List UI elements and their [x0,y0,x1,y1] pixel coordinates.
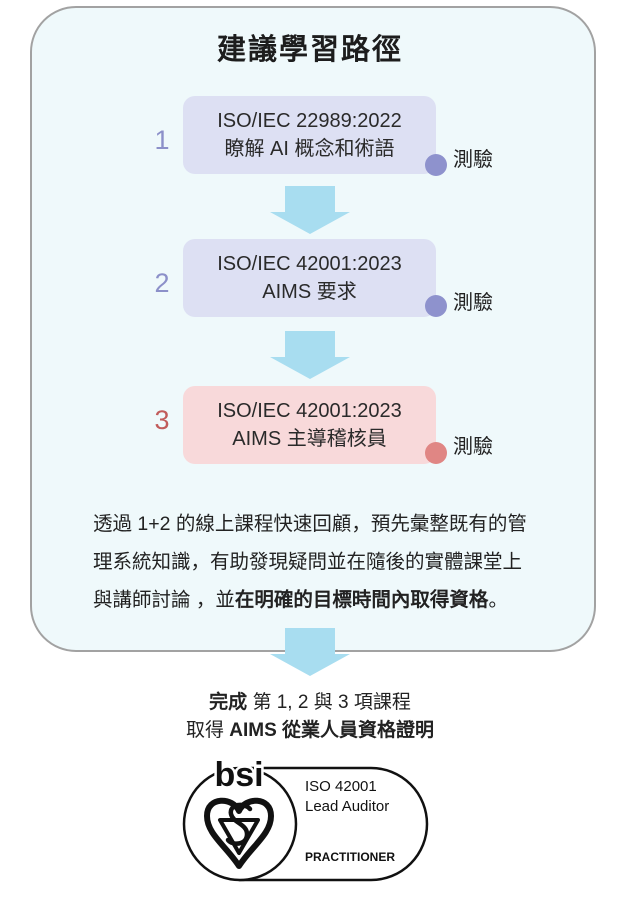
description-line: 與講師討論 ，並在明確的目標時間內取得資格。 [93,587,508,613]
completion-text: 第 1, 2 與 3 項課程 [247,692,411,713]
certificate-text: 取得 [185,720,230,741]
bsi-certification-badge: bsi ISO 42001 Lead Auditor PRACTITIONER [182,754,429,882]
course-topic: 瞭解 AI 概念和術語 [224,138,395,160]
page-title: 建議學習路徑 [216,34,403,66]
completion-emphasis: 完成 [209,692,248,713]
down-arrow-icon [270,331,350,379]
down-arrow-icon [270,186,350,234]
course-card: ISO/IEC 22989:2022 瞭解 AI 概念和術語 [183,96,436,174]
quiz-dot-icon [425,442,447,464]
kitemark-heart-icon [204,797,274,869]
course-standard: ISO/IEC 42001:2023 [217,253,402,275]
description-line: 理系統知識，有助發現疑問並在隨後的實體課堂上 [93,551,523,573]
quiz-label: 測驗 [453,292,493,314]
bsi-logo-text: bsi [214,756,263,794]
course-card: ISO/IEC 42001:2023 AIMS 要求 [183,239,436,317]
down-arrow-shape [270,628,350,676]
description-text: 與講師討論 ，並 [93,589,235,611]
quiz-label: 測驗 [453,149,493,171]
description-line: 透過 1+2 的線上課程快速回顧，預先彙整既有的管 [93,513,527,535]
down-arrow-icon [270,628,350,676]
completion-line: 完成 第 1, 2 與 3 項課程 [0,690,620,716]
course-standard: ISO/IEC 42001:2023 [217,400,402,422]
description-emphasis: 在明確的目標時間內取得資格 [234,589,489,611]
badge-level: PRACTITIONER [305,850,395,864]
step-number: 3 [154,405,170,435]
step-number: 1 [154,125,170,155]
course-standard: ISO/IEC 22989:2022 [217,110,402,132]
course-card: ISO/IEC 42001:2023 AIMS 主導稽核員 [183,386,436,464]
quiz-dot-icon [425,154,447,176]
course-topic: AIMS 主導稽核員 [232,428,387,450]
down-arrow-shape [270,186,350,234]
description-text: 。 [488,589,508,611]
certificate-emphasis: AIMS 從業人員資格證明 [229,720,435,741]
course-topic: AIMS 要求 [262,281,357,303]
badge-role: Lead Auditor [305,798,389,815]
step-number: 2 [154,268,170,298]
badge-standard: ISO 42001 [305,778,377,795]
certificate-line: 取得 AIMS 從業人員資格證明 [0,718,620,744]
quiz-label: 測驗 [453,436,493,458]
down-arrow-shape [270,331,350,379]
quiz-dot-icon [425,295,447,317]
